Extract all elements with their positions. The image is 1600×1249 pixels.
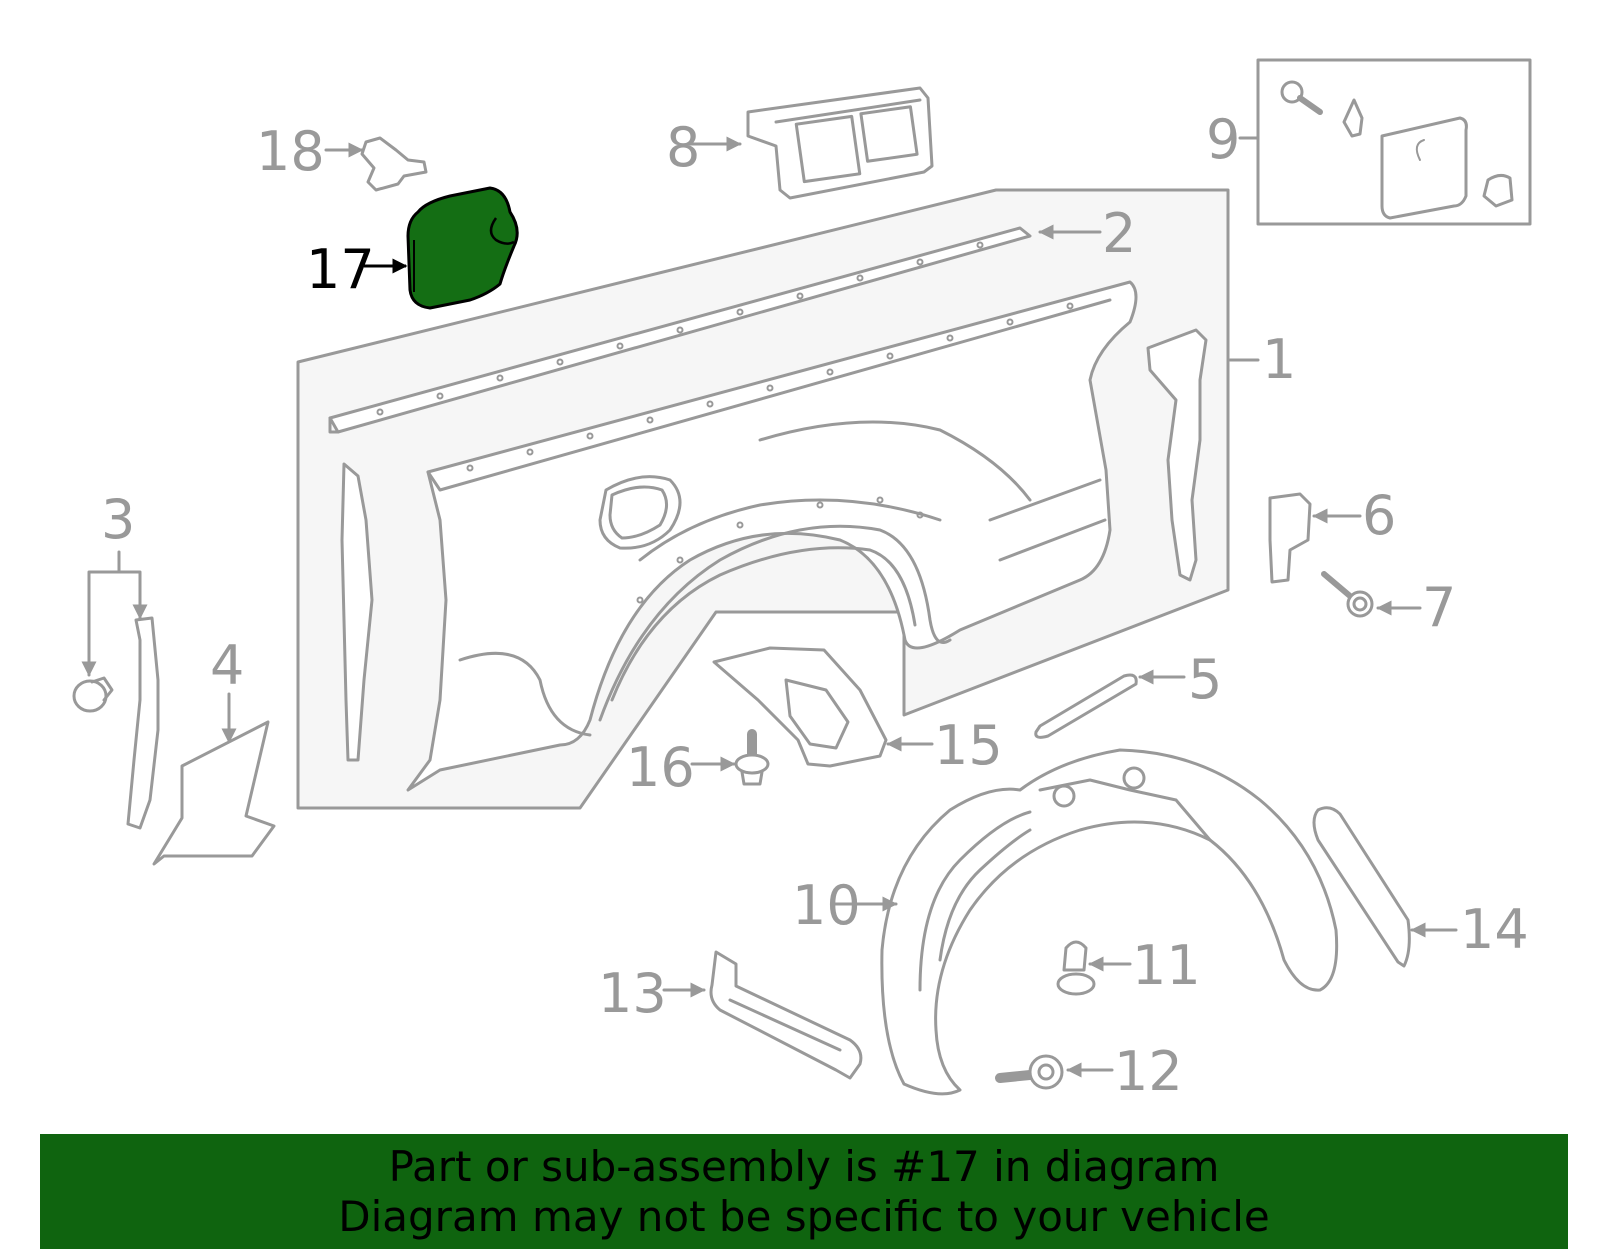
part-9-fastener-kit[interactable] xyxy=(1238,58,1532,226)
callout-4[interactable]: 4 xyxy=(210,634,244,697)
part-13-bracket-strip[interactable] xyxy=(662,950,863,1080)
callout-15[interactable]: 15 xyxy=(934,714,1003,777)
callout-1[interactable]: 1 xyxy=(1262,328,1296,391)
info-banner: Part or sub-assembly is #17 in diagram D… xyxy=(40,1134,1568,1249)
callout-11[interactable]: 11 xyxy=(1132,934,1201,997)
part-6-bracket[interactable] xyxy=(1268,492,1362,584)
exploded-parts-diagram: 1 2 3 4 5 6 7 8 9 10 11 12 13 14 15 16 1… xyxy=(72,58,1532,1103)
part-4-splash-pad[interactable] xyxy=(152,692,276,866)
callout-7[interactable]: 7 xyxy=(1422,576,1456,639)
callout-9[interactable]: 9 xyxy=(1206,108,1240,171)
part-10-wheel-liner[interactable] xyxy=(832,748,1339,1096)
callout-13[interactable]: 13 xyxy=(598,962,667,1025)
part-18-hinge[interactable] xyxy=(324,136,428,192)
callout-5[interactable]: 5 xyxy=(1188,648,1222,711)
callout-10[interactable]: 10 xyxy=(792,874,861,937)
banner-line-disclaimer: Diagram may not be specific to your vehi… xyxy=(338,1192,1270,1241)
part-7-bolt[interactable] xyxy=(1321,571,1422,618)
callout-2[interactable]: 2 xyxy=(1102,202,1136,265)
part-11-clip[interactable] xyxy=(1056,940,1132,996)
callout-18[interactable]: 18 xyxy=(256,120,325,183)
banner-line-part-number: Part or sub-assembly is #17 in diagram xyxy=(388,1142,1220,1191)
part-14-trim-strip[interactable] xyxy=(1312,806,1458,968)
part-1-bed-side-panel[interactable] xyxy=(296,188,1260,810)
part-17-fuel-filler-door[interactable] xyxy=(406,186,519,310)
callout-14[interactable]: 14 xyxy=(1460,898,1529,961)
part-8-box-assembly[interactable] xyxy=(688,86,934,200)
part-12-bolt[interactable] xyxy=(995,1054,1114,1090)
part-5-trim-strip[interactable] xyxy=(1034,669,1186,739)
callout-8[interactable]: 8 xyxy=(666,116,700,179)
callout-16[interactable]: 16 xyxy=(626,736,695,799)
part-16-stud-bolt[interactable] xyxy=(690,729,770,786)
callout-17[interactable]: 17 xyxy=(306,238,375,301)
callout-12[interactable]: 12 xyxy=(1114,1040,1183,1103)
part-15-reinforcement[interactable] xyxy=(712,646,934,768)
callout-6[interactable]: 6 xyxy=(1362,484,1396,547)
callout-3[interactable]: 3 xyxy=(101,488,135,551)
part-3-clip-and-strip[interactable] xyxy=(72,550,160,830)
